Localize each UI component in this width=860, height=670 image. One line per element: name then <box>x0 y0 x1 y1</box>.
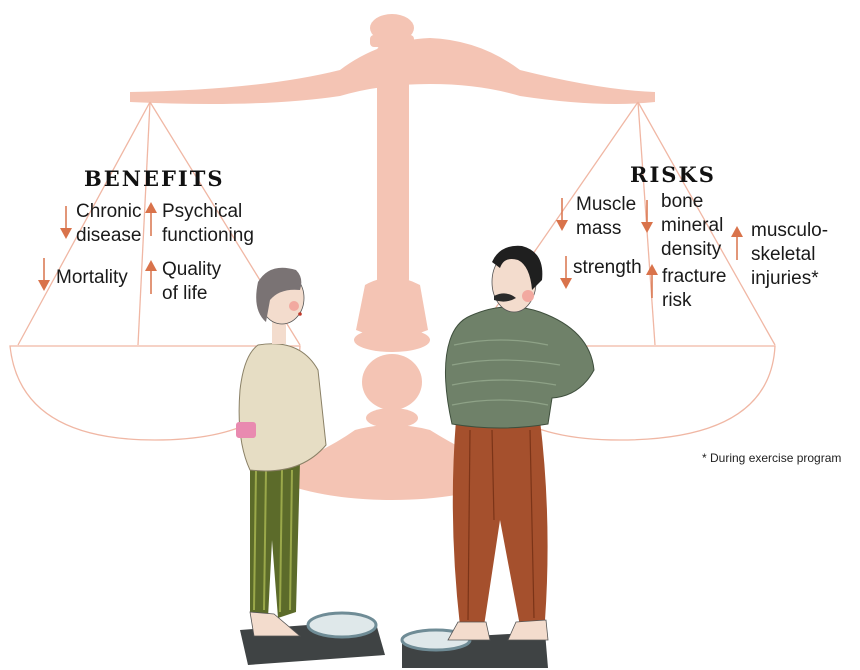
benefit-psychical-functioning: Psychical functioning <box>162 200 254 248</box>
benefit-mortality: Mortality <box>56 266 128 290</box>
risk-bone-mineral-density: bone mineral density <box>661 190 723 262</box>
risks-heading: RISKS <box>630 162 716 187</box>
chronic-disease-down-arrow-icon <box>60 206 74 240</box>
footnote: * During exercise program <box>702 451 841 465</box>
strength-down-arrow-icon <box>560 256 574 290</box>
fracture-risk-up-arrow-icon <box>646 264 660 298</box>
benefits-heading: BENEFITS <box>84 166 224 191</box>
psychical-functioning-up-arrow-icon <box>145 202 159 236</box>
quality-of-life-up-arrow-icon <box>145 260 159 294</box>
risk-strength: strength <box>573 256 642 280</box>
musculoskeletal-injuries-up-arrow-icon <box>731 226 745 260</box>
risk-muscle-mass: Muscle mass <box>576 193 636 241</box>
benefit-quality-of-life: Quality of life <box>162 258 221 306</box>
mortality-down-arrow-icon <box>38 258 52 292</box>
bone-mineral-density-down-arrow-icon <box>641 200 655 234</box>
risk-fracture-risk: fracture risk <box>662 265 726 313</box>
benefit-chronic-disease: Chronic disease <box>76 200 142 248</box>
muscle-mass-down-arrow-icon <box>556 198 570 232</box>
risk-musculoskeletal-injuries: musculo- skeletal injuries* <box>751 219 828 291</box>
